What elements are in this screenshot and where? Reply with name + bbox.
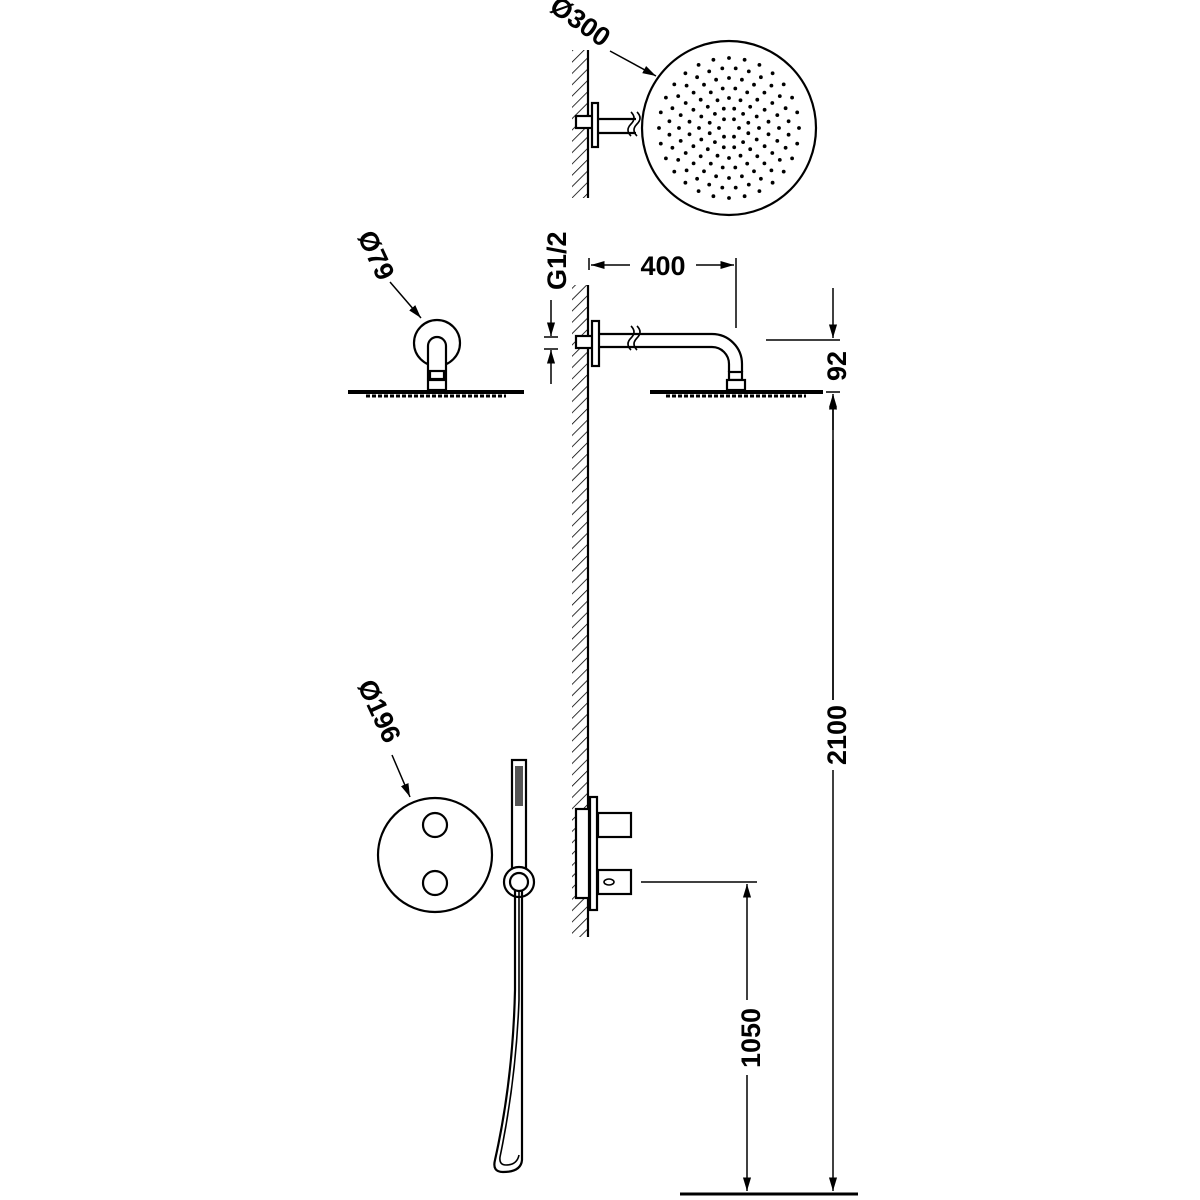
mixer-front-view: Ø196 [352,675,494,914]
label-head-height: 2100 [822,705,852,765]
arm-front [426,335,448,380]
wall-arm-front-view: Ø79 [348,226,524,398]
label-arm-projection: 400 [640,251,685,281]
head-connector [426,378,448,392]
head-drop-dimension: 92 [766,288,852,430]
flange-side [590,319,601,368]
label-flange-diameter: Ø79 [352,226,401,285]
label-mixer-height: 1050 [736,1008,766,1068]
handle-top-side [596,811,633,839]
mixer-plate-side [588,795,599,912]
head-height-dimension: 2100 [822,396,852,1191]
arm-inner [599,345,731,372]
wall-arm-side-view [574,319,823,398]
leader-flange-diameter [389,281,422,319]
thread-dimension: G1/2 [542,231,572,384]
label-head-diameter: Ø300 [545,0,616,53]
head-connector-side [725,378,747,392]
mixer-plate [376,796,494,914]
arm-outer [599,332,744,372]
rain-head-profile [348,390,524,394]
hand-shower-spray-face [515,766,523,806]
mixer-handle-top [421,811,449,839]
leader-head-diameter [609,50,657,77]
mixer-height-dimension: 1050 [641,881,766,1191]
wall-flange-side [590,101,600,149]
wall-pipe-stub [574,114,595,130]
hose-outer [493,891,524,1174]
label-mixer-diameter: Ø196 [352,675,407,748]
rain-head-side-profile [650,390,823,394]
rain-shower-head-front-view: Ø300 [545,0,818,217]
break-mark [627,111,635,137]
nozzle-dots [657,56,801,200]
mixer-side-view [574,795,633,912]
label-thread: G1/2 [542,231,572,290]
mixer-handle-bottom [421,869,449,897]
label-head-drop: 92 [822,351,852,381]
mixer-body-embedded [574,807,591,900]
arm-projection-dimension: 400 [588,251,737,328]
hose-inner [499,892,520,1166]
leader-mixer-diameter [391,754,411,798]
wall-hatch-main [572,285,588,937]
rain-head-disc [640,39,818,217]
hand-shower [493,758,536,1174]
